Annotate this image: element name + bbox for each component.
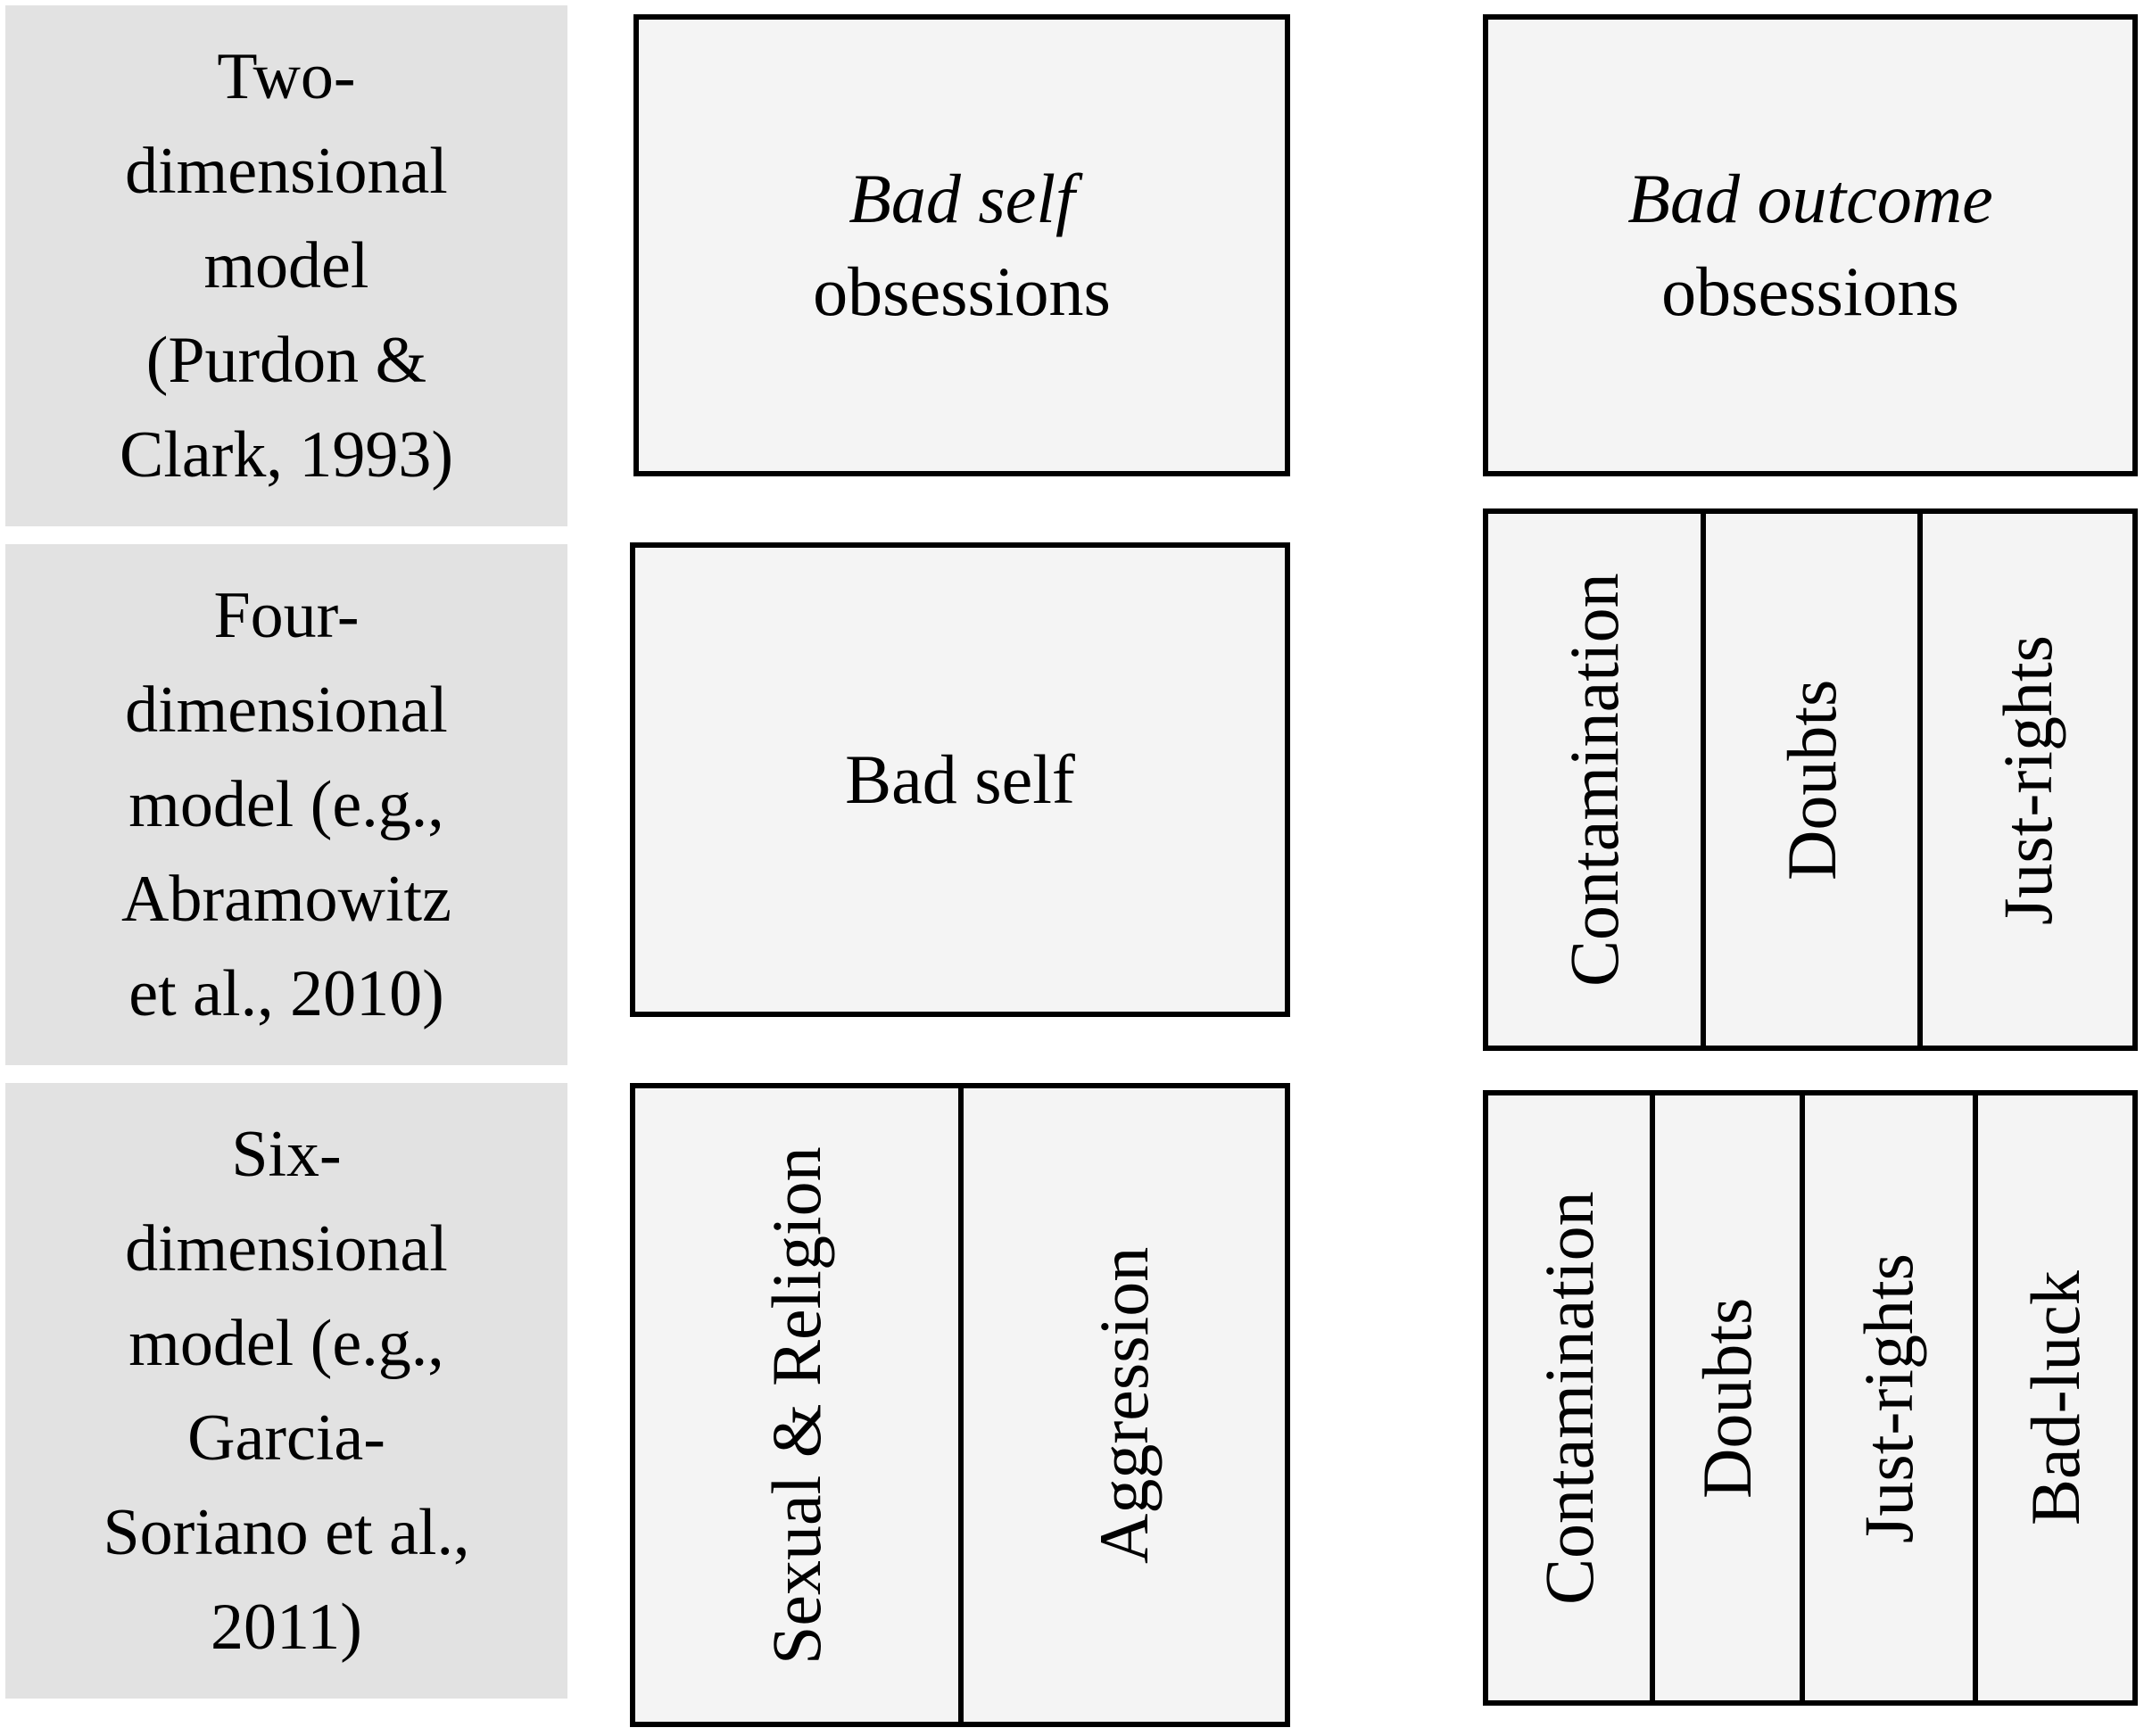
row-label-line: dimensional — [125, 1212, 448, 1285]
row-label-six-dimensional: Six- dimensional model (e.g., Garcia- So… — [5, 1083, 567, 1699]
row-label-line: dimensional — [125, 135, 448, 208]
dimension-label: Sexual & Religion — [757, 1145, 835, 1665]
dimension-label: Bad-luck — [2016, 1270, 2094, 1525]
dimension-cell-doubts: Doubts — [1706, 514, 1923, 1046]
bad-self-obsessions-box: Bad self obsessions — [633, 14, 1290, 476]
dimension-label: Just-rights — [1988, 634, 2066, 925]
dimension-cell-contamination: Contamination — [1488, 1095, 1655, 1700]
dimension-cell-contamination: Contamination — [1488, 514, 1706, 1046]
bad-outcome-four-dimensions: Contamination Doubts Just-rights — [1483, 508, 2138, 1051]
dimension-label: Aggression — [1085, 1246, 1163, 1564]
dimension-label: Doubts — [1688, 1297, 1766, 1499]
dimension-cell-just-rights: Just-rights — [1923, 514, 2132, 1046]
row-label-line: dimensional — [125, 674, 448, 747]
row-label-line: model (e.g., — [128, 1307, 444, 1380]
dimension-label: Doubts — [1772, 679, 1850, 880]
bad-self-six-dimensions: Sexual & Religion Aggression — [630, 1083, 1290, 1727]
box-title: obsessions — [813, 252, 1111, 330]
row-label-line: Garcia- — [187, 1401, 385, 1475]
box-title-italic: Bad self — [848, 160, 1075, 237]
dimension-cell-just-rights: Just-rights — [1805, 1095, 1978, 1700]
row-label-line: Four- — [213, 579, 360, 652]
bad-self-box: Bad self — [630, 542, 1290, 1017]
dimension-cell-sexual-religion: Sexual & Religion — [635, 1088, 964, 1722]
row-label-line: Two- — [217, 40, 356, 113]
box-title: Bad self — [845, 740, 1075, 818]
row-label-line: Soriano et al., — [103, 1496, 470, 1569]
dimension-label: Just-rights — [1850, 1252, 1927, 1543]
row-label-line: (Purdon & — [145, 324, 427, 397]
bad-outcome-six-dimensions: Contamination Doubts Just-rights Bad-luc… — [1483, 1090, 2138, 1706]
row-label-line: Six- — [231, 1118, 342, 1191]
box-title: obsessions — [1661, 252, 1959, 330]
row-label-line: 2011) — [211, 1591, 362, 1664]
dimension-label: Contamination — [1529, 1191, 1608, 1605]
row-label-two-dimensional: Two- dimensional model (Purdon & Clark, … — [5, 5, 567, 526]
dimension-label: Contamination — [1555, 573, 1633, 987]
row-label-four-dimensional: Four- dimensional model (e.g., Abramowit… — [5, 544, 567, 1065]
row-label-line: Clark, 1993) — [119, 418, 454, 492]
bad-outcome-obsessions-box: Bad outcome obsessions — [1483, 14, 2138, 476]
box-title-italic: Bad outcome — [1627, 160, 1993, 237]
row-label-line: Abramowitz — [121, 863, 451, 936]
dimension-cell-bad-luck: Bad-luck — [1978, 1095, 2132, 1700]
dimension-cell-aggression: Aggression — [964, 1088, 1285, 1722]
row-label-line: et al., 2010) — [128, 957, 444, 1030]
row-label-line: model — [203, 229, 369, 302]
dimension-cell-doubts: Doubts — [1655, 1095, 1805, 1700]
row-label-line: model (e.g., — [128, 768, 444, 841]
